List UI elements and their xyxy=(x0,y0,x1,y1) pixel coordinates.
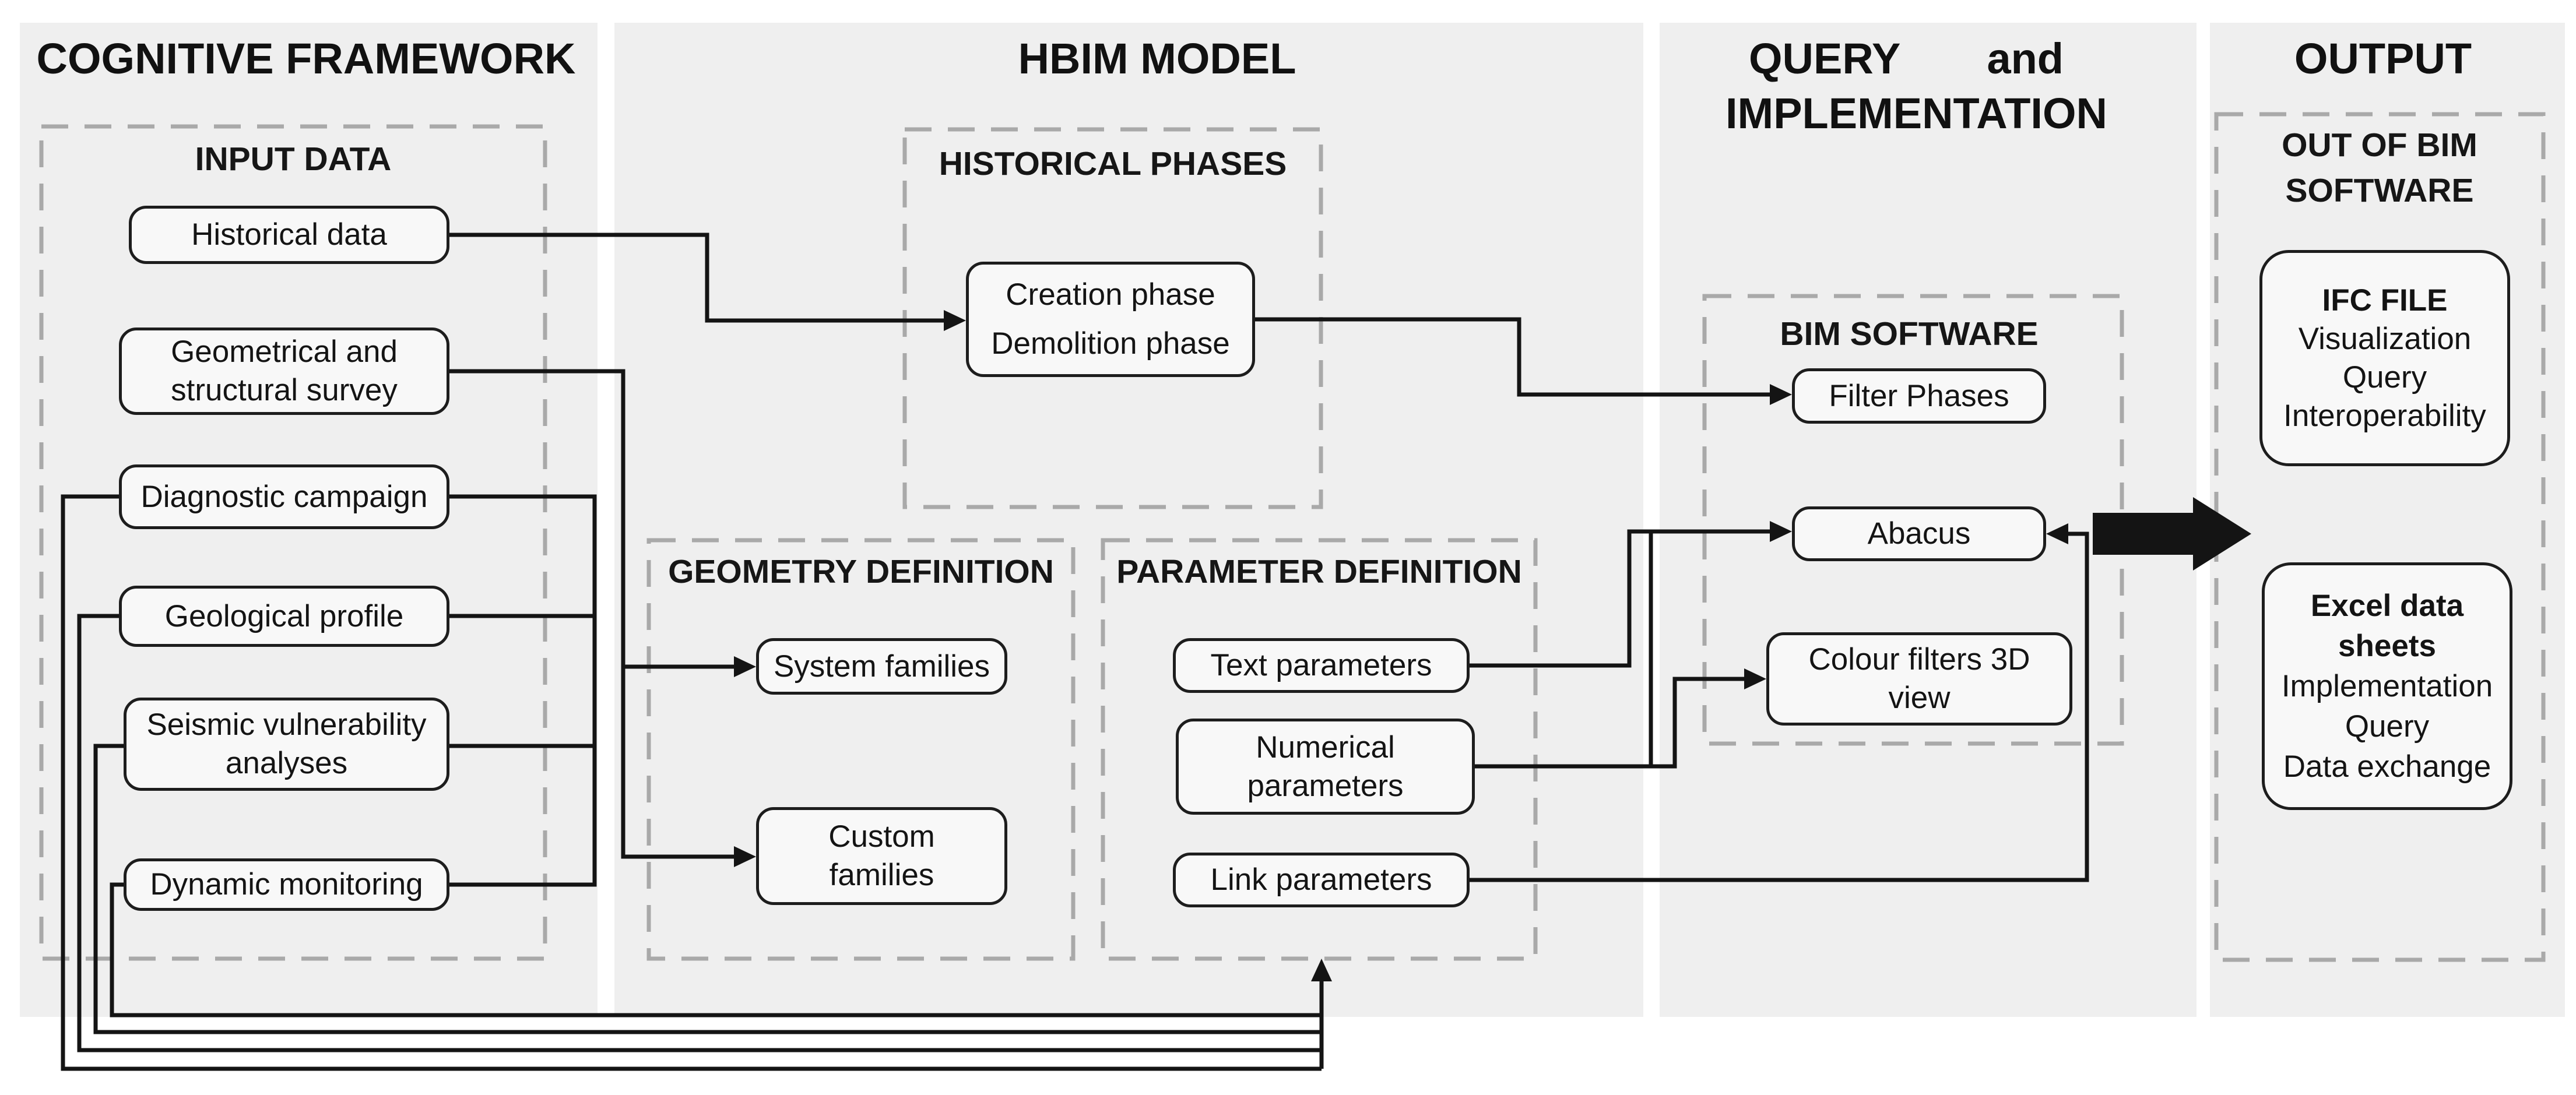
dashed-frame-out-of-bim xyxy=(2214,112,2546,962)
box-abacus: Abacus xyxy=(1792,506,2046,561)
arrowhead-into-colour-filters-icon xyxy=(1744,668,1766,689)
box-diagnostic-campaign: Diagnostic campaign xyxy=(119,464,449,529)
box-label: Dynamic monitoring xyxy=(150,867,423,902)
box-custom-families: Custom families xyxy=(756,807,1007,905)
box-label: Abacus xyxy=(1867,516,1971,551)
box-label: System families xyxy=(773,649,990,684)
arrowhead-into-abacus-left-icon xyxy=(1770,521,1792,542)
box-label: Geological profile xyxy=(164,598,404,633)
box-geological-profile: Geological profile xyxy=(119,586,449,647)
box-ifc-file: IFC FILE Visualization Query Interoperab… xyxy=(2259,250,2510,466)
connector-survey-to-custom-families xyxy=(449,369,735,859)
box-label: analyses xyxy=(225,746,348,780)
box-label: Diagnostic campaign xyxy=(140,479,428,514)
header-query-implementation: QUERY and IMPLEMENTATION xyxy=(1725,35,2107,138)
connectors xyxy=(61,233,2089,1071)
section-label-out-of-bim: OUT OF BIM SOFTWARE xyxy=(2205,122,2554,213)
arrowhead-into-system-families-icon xyxy=(734,656,756,677)
box-label: Demolition phase xyxy=(991,326,1230,361)
header-output: OUTPUT xyxy=(2294,34,2472,83)
box-text-parameters: Text parameters xyxy=(1173,638,1470,693)
header-query-row: QUERY and xyxy=(1725,35,2087,83)
section-label-bim-software: BIM SOFTWARE xyxy=(1780,315,2039,353)
arrowheads xyxy=(734,310,2251,981)
dashed-frame-input-data xyxy=(39,124,547,961)
box-label: sheets xyxy=(2338,629,2436,663)
box-label: Data exchange xyxy=(2283,749,2491,784)
arrowhead-into-creation-icon xyxy=(944,310,966,331)
box-label: Query xyxy=(2342,360,2427,395)
box-geometrical-survey: Geometrical and structural survey xyxy=(119,328,449,415)
box-label: Filter Phases xyxy=(1829,378,2009,413)
box-label: IFC FILE xyxy=(2322,283,2448,318)
connector-geological-bottom-loop xyxy=(77,614,1322,1052)
box-label: Numerical xyxy=(1256,730,1395,765)
box-label: Geometrical and xyxy=(171,335,398,369)
header-cognitive-framework: COGNITIVE FRAMEWORK xyxy=(36,34,576,83)
section-label-out-of-bim-line2: SOFTWARE xyxy=(2285,172,2474,209)
big-output-arrow-icon xyxy=(2093,497,2251,571)
section-label-parameter-definition: PARAMETER DEFINITION xyxy=(1116,553,1522,590)
section-label-out-of-bim-line1: OUT OF BIM xyxy=(2282,126,2477,164)
box-label: Seismic vulnerability xyxy=(146,707,427,742)
box-label: parameters xyxy=(1247,768,1404,803)
box-label: Implementation xyxy=(2281,669,2493,703)
header-query-word: QUERY xyxy=(1749,34,1901,83)
connector-link-params-to-abacus xyxy=(1470,531,2089,882)
section-label-geometry-definition: GEOMETRY DEFINITION xyxy=(668,553,1054,590)
arrowhead-into-filter-phases-icon xyxy=(1770,384,1792,405)
section-label-input-data: INPUT DATA xyxy=(195,140,392,178)
connector-creation-to-filter-phases xyxy=(1255,317,1771,397)
connector-seismic-bottom-loop xyxy=(93,744,1322,1034)
dashed-frame-parameter-definition xyxy=(1101,538,1538,961)
box-label: Creation phase xyxy=(1006,277,1215,312)
box-label: Custom xyxy=(828,819,935,854)
arrowhead-into-custom-families-icon xyxy=(734,846,756,867)
box-label: view xyxy=(1888,681,1951,715)
header-and-word: and xyxy=(1987,34,2064,83)
connector-numerical-to-colour-filters xyxy=(1475,677,1745,769)
section-label-historical-phases: HISTORICAL PHASES xyxy=(939,145,1287,182)
box-creation-phase: Creation phase Demolition phase xyxy=(966,262,1255,377)
box-dynamic-monitoring: Dynamic monitoring xyxy=(124,858,449,911)
arrowhead-into-parameter-definition-icon xyxy=(1311,959,1332,981)
box-excel-sheets: Excel data sheets Implementation Query D… xyxy=(2262,562,2512,810)
header-hbim-model: HBIM MODEL xyxy=(1018,34,1296,83)
connector-dynamic-bottom-loop xyxy=(110,882,1322,1017)
connector-text-params-to-abacus xyxy=(1470,529,1771,668)
box-historical-data: Historical data xyxy=(129,206,449,264)
connector-right-bus xyxy=(449,494,597,887)
box-label: Text parameters xyxy=(1210,648,1432,682)
connector-diagnostic-bottom-loop xyxy=(61,494,1322,1071)
box-label: structural survey xyxy=(171,373,398,407)
box-label: Colour filters 3D xyxy=(1808,642,2030,677)
box-label: Link parameters xyxy=(1210,862,1432,897)
box-label: families xyxy=(829,858,934,892)
box-link-parameters: Link parameters xyxy=(1173,853,1470,907)
box-filter-phases: Filter Phases xyxy=(1792,368,2046,424)
dashed-frame-geometry-definition xyxy=(646,538,1076,961)
box-label: Query xyxy=(2345,709,2430,744)
box-seismic-vulnerability: Seismic vulnerability analyses xyxy=(124,698,449,791)
arrowhead-into-abacus-right-icon xyxy=(2046,523,2068,544)
box-label: Excel data xyxy=(2310,589,2464,623)
panel-output xyxy=(2210,23,2565,1017)
box-system-families: System families xyxy=(756,638,1007,695)
box-label: Visualization xyxy=(2298,321,2472,356)
connector-historical-to-creation xyxy=(449,233,945,323)
box-colour-filters: Colour filters 3D view xyxy=(1766,632,2072,726)
box-label: Historical data xyxy=(191,217,387,252)
header-implementation: IMPLEMENTATION xyxy=(1725,89,2107,138)
box-label: Interoperability xyxy=(2283,398,2486,433)
box-numerical-parameters: Numerical parameters xyxy=(1176,719,1475,815)
